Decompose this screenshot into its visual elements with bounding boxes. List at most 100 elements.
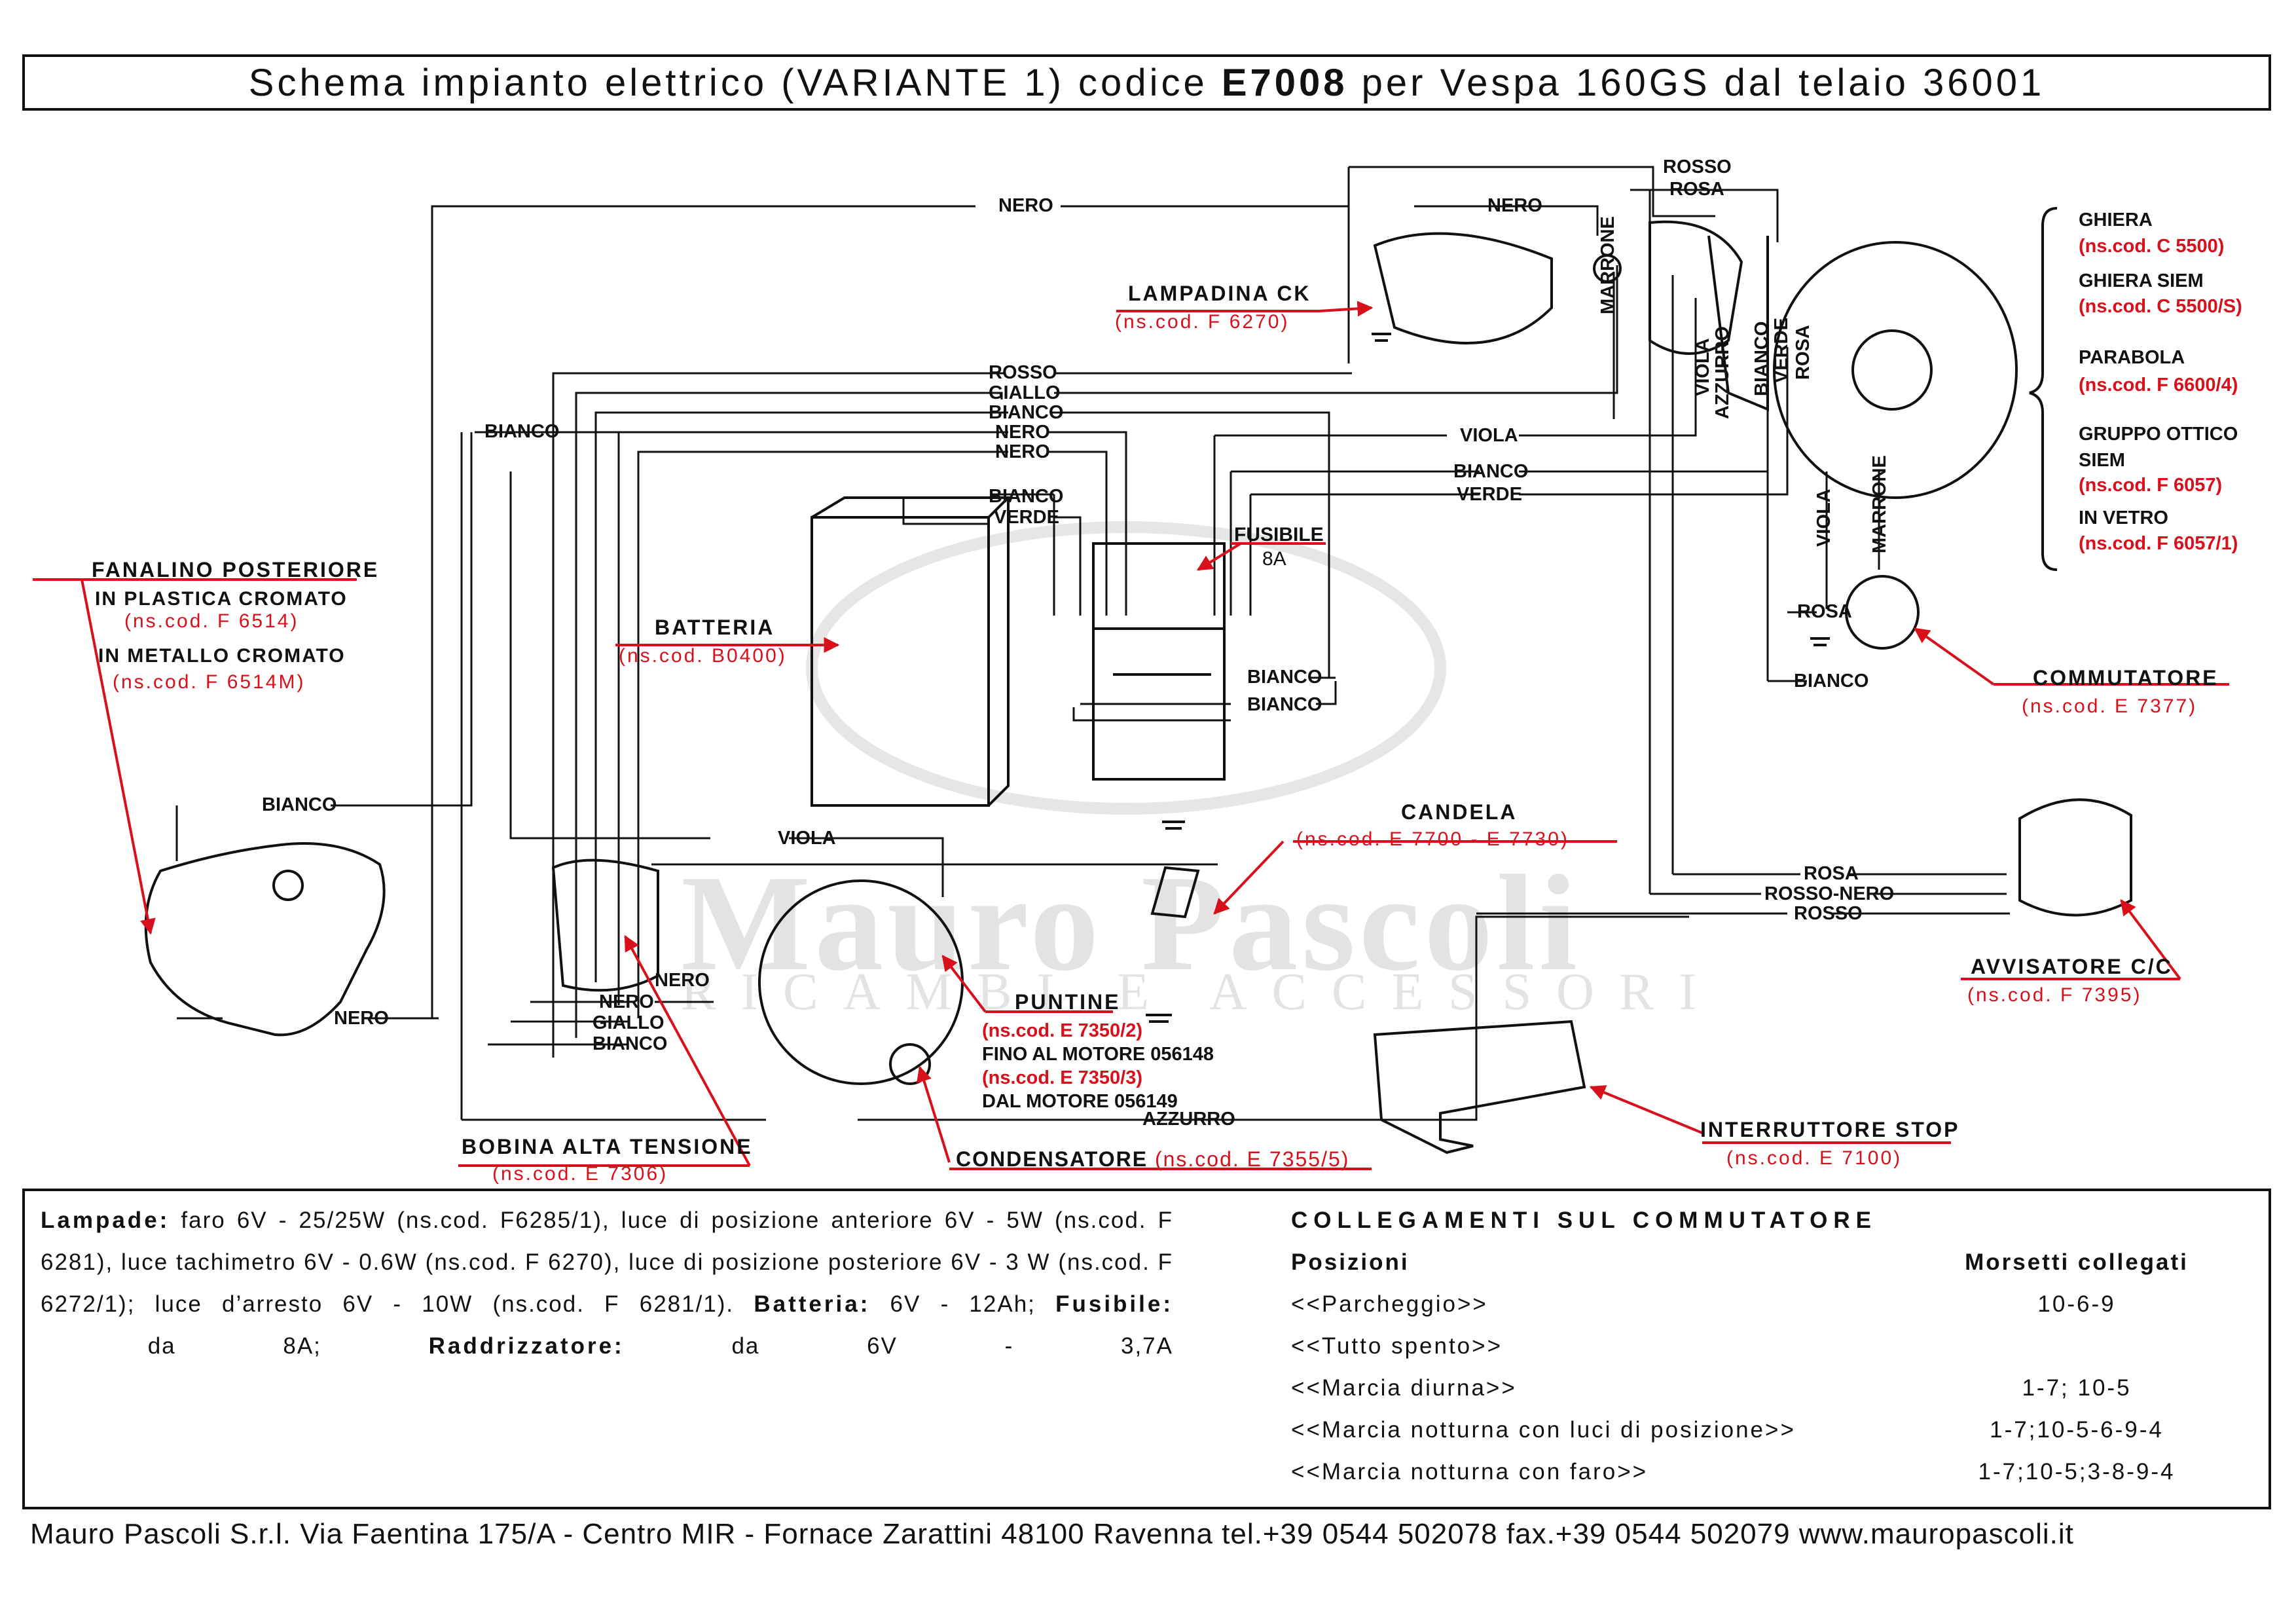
wire-label-viola-v: VIOLA [1692, 338, 1713, 396]
label-puntine: PUNTINE [1015, 990, 1121, 1014]
label-parabola: PARABOLA [2079, 347, 2185, 368]
switch-terminal-a [1593, 254, 1622, 283]
label-commutatore: COMMUTATORE [2033, 666, 2219, 690]
regulator-detail [1093, 627, 1224, 676]
label-fanalino-line1: IN PLASTICA CROMATO [95, 588, 348, 610]
label-batteria-code: (ns.cod. B0400) [619, 645, 787, 667]
label-condensatore-code: (ns.cod. E 7355/5) [1154, 1147, 1350, 1171]
wire-label-bianco-harness: BIANCO [989, 402, 1064, 423]
footer-address: Mauro Pascoli S.r.l. Via Faentina 175/A … [30, 1518, 2074, 1550]
specs-box [22, 1189, 2271, 1509]
label-ghiera-siem: GHIERA SIEM [2079, 270, 2204, 291]
fusibile-text: da 8A; [41, 1333, 429, 1359]
lampade-label: Lampade: [41, 1208, 170, 1233]
wire-bianco-left [331, 432, 473, 807]
wire-label-viola-comm: VIOLA [1813, 489, 1834, 547]
tail-lamp-shape [144, 842, 386, 1037]
label-lampadina-code: (ns.cod. F 6270) [1115, 311, 1290, 333]
row-morsetti: 1-7; 10-5 [2022, 1375, 2132, 1401]
wire-label-bianco-comm: BIANCO [1794, 671, 1869, 692]
regulator-body [1092, 542, 1226, 781]
row-morsetti [1926, 1325, 2227, 1367]
ground-commutatore [1810, 637, 1830, 646]
watermark-subtitle: RICAMBI E ACCESSORI [681, 963, 1721, 1021]
row-position: <<Marcia notturna con faro>> [1291, 1459, 1649, 1485]
wire-label-azzurro-v: AZZURRO [1712, 326, 1733, 419]
label-condensatore: CONDENSATORE (ns.cod. E 7355/5) [956, 1147, 1349, 1172]
wire-label-nero-harness1: NERO [995, 422, 1050, 443]
label-fanalino-code1: (ns.cod. F 6514) [124, 610, 299, 632]
leader-candela [1213, 840, 1285, 915]
wire-rosso-harness [552, 372, 1005, 1058]
label-bobina-code: (ns.cod. E 7306) [492, 1163, 668, 1185]
row-morsetti: 1-7;10-5-6-9-4 [1990, 1417, 2164, 1443]
label-gruppo-siem: SIEM [2079, 450, 2125, 471]
wire-viola-lo-b [789, 837, 944, 897]
leader-stop [1589, 1085, 1703, 1134]
wire-label-giallo-low: GIALLO [592, 1012, 665, 1033]
components-group [144, 220, 2132, 1154]
wire-giallo-harness [575, 392, 1003, 1038]
wire-verde-batt-b [1054, 516, 1082, 616]
wire-nero-h1b [1048, 431, 1127, 616]
wire-label-azzurro-low: AZZURRO [1142, 1109, 1235, 1130]
wire-label-rosso-harness: ROSSO [989, 362, 1057, 383]
wire-label-rosa-v: ROSA [1793, 325, 1813, 380]
flywheel-stator [758, 879, 964, 1085]
wire-label-bianco-batt: BIANCO [989, 486, 1064, 507]
underlines-group [33, 310, 2229, 1170]
wire-label-bianco-rect2: BIANCO [1247, 694, 1322, 715]
wire-label-nero-top: NERO [998, 195, 1053, 216]
battery-body [811, 516, 990, 807]
row-position: <<Parcheggio>> [1291, 1291, 1488, 1317]
batteria-label: Batteria: [754, 1291, 871, 1317]
label-fusibile-value: 8A [1262, 548, 1286, 570]
label-avvisatore-code: (ns.cod. F 7395) [1967, 984, 2142, 1006]
wire-nero-h2 [637, 451, 1008, 1018]
label-lampadina: LAMPADINA CK [1128, 282, 1311, 305]
wire-giallo-harness-b [1054, 265, 1618, 394]
batteria-text: 6V - 12Ah; [870, 1291, 1056, 1317]
label-vetro: IN VETRO [2079, 507, 2168, 528]
label-fusibile: FUSIBILE [1234, 524, 1324, 545]
wire-label-bianco-left: BIANCO [484, 421, 560, 442]
wire-label-marrone: MARRONE [1597, 216, 1618, 314]
wire-bianco-rect2 [1072, 707, 1231, 722]
wire-label-verde-mid: VERDE [1457, 484, 1522, 505]
wire-label-rosso-horn: ROSSO [1794, 903, 1863, 924]
row-morsetti: 1-7;10-5;3-8-9-4 [1978, 1459, 2176, 1485]
raddrizzatore-text: da 6V - 3,7A [624, 1333, 1173, 1359]
grounds-group [1146, 333, 1830, 1023]
label-stop: INTERRUTTORE STOP [1700, 1118, 1960, 1141]
label-condensatore-name: CONDENSATORE [956, 1147, 1148, 1171]
leaders-group [81, 301, 2181, 1166]
wire-label-rosso-top: ROSSO [1663, 157, 1732, 177]
wire-label-rosso-nero-horn: ROSSO-NERO [1764, 883, 1895, 904]
ground-regulator [1162, 821, 1185, 830]
wire-bianco-batt [902, 498, 989, 525]
label-puntine-code2: (ns.cod. E 7350/3) [982, 1067, 1142, 1088]
tail-lamp-bulb [272, 870, 304, 901]
wire-label-bianco-v: BIANCO [1751, 321, 1772, 396]
leader-fanalino [81, 579, 156, 935]
wire-label-giallo-harness: GIALLO [989, 382, 1061, 403]
label-ghiera-code: (ns.cod. C 5500) [2079, 236, 2225, 257]
collegamenti-title: COLLEGAMENTI SUL COMMUTATORE [1291, 1208, 1877, 1233]
leader-bobina [624, 934, 751, 1166]
leader-fusibile [1196, 542, 1242, 571]
label-ghiera-siem-code: (ns.cod. C 5500/S) [2079, 296, 2242, 317]
label-puntine-note1: FINO AL MOTORE 056148 [982, 1044, 1214, 1065]
flywheel-condenser [889, 1043, 931, 1085]
headlight-bulb [1851, 329, 1933, 411]
wire-label-marrone-comm: MARRONE [1869, 455, 1890, 553]
leader-lampadina [1319, 301, 1374, 317]
wire-bianco-harness [594, 411, 1008, 982]
wire-verde-mid-b [1519, 347, 1789, 496]
table-row: <<Marcia diurna>> 1-7; 10-5 [1291, 1367, 2227, 1409]
headlight-ring [1773, 241, 2018, 499]
commutatore-body [1845, 575, 1920, 650]
label-commutatore-code: (ns.cod. E 7377) [2022, 695, 2198, 717]
wire-label-rosa-horn: ROSA [1804, 863, 1859, 884]
label-parabola-code: (ns.cod. F 6600/4) [2079, 375, 2238, 396]
table-row: <<Tutto spento>> [1291, 1325, 2227, 1367]
